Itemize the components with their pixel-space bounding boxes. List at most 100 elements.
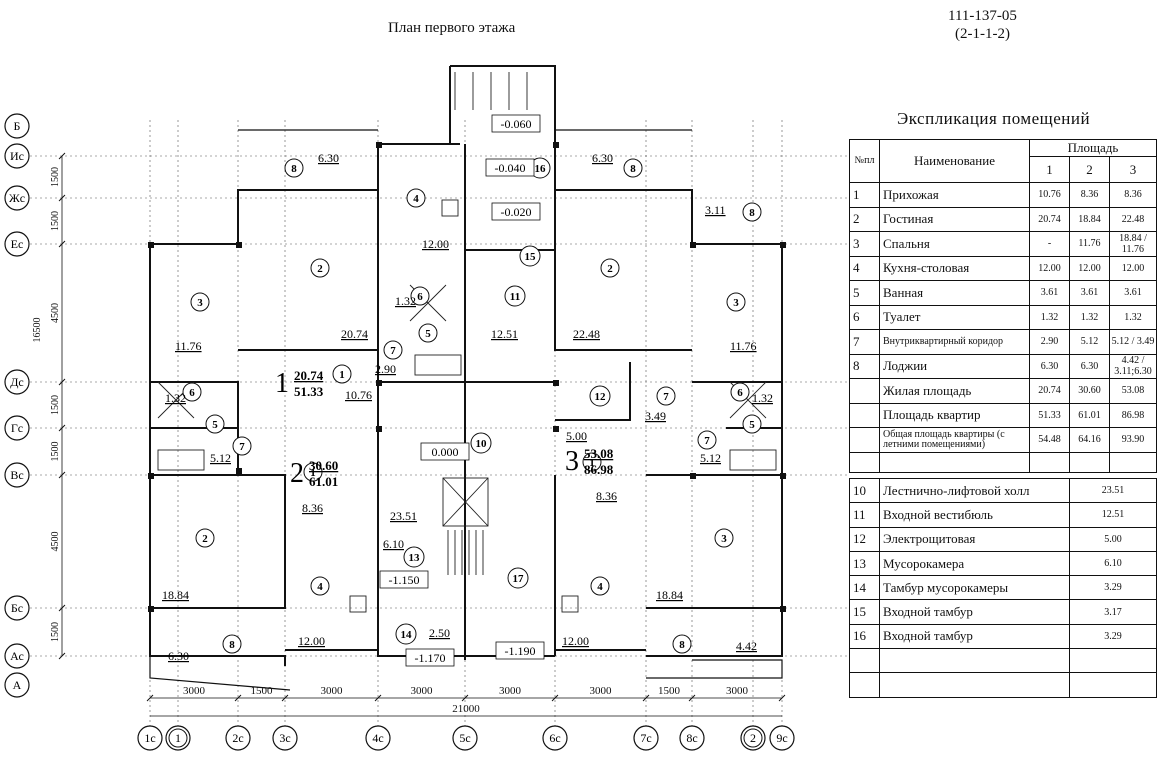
summary-name: Площадь квартир bbox=[879, 402, 1030, 428]
room-number: 8 bbox=[742, 202, 762, 222]
room-number: 7 bbox=[697, 430, 717, 450]
level-value: -1.170 bbox=[415, 651, 446, 665]
level-value: -0.060 bbox=[501, 117, 532, 131]
room-area: 8.36 bbox=[596, 489, 617, 503]
dim-tick bbox=[58, 604, 66, 612]
room-number: 8 bbox=[284, 158, 304, 178]
dim-label: 1500 bbox=[50, 395, 61, 415]
dim-label: 1500 bbox=[50, 622, 61, 642]
apartment-living-area: 53.08 bbox=[584, 446, 614, 461]
room-number: 3 bbox=[714, 528, 734, 548]
axis-bubble: 5с bbox=[452, 725, 478, 751]
header-num: №пл bbox=[849, 139, 880, 183]
room-number: 8 bbox=[222, 634, 242, 654]
room-area: 18.84 bbox=[162, 588, 189, 602]
row-num: 2 bbox=[849, 206, 880, 232]
axis-bubble: 9с bbox=[769, 725, 795, 751]
axis-label: Гс bbox=[11, 421, 23, 435]
row-name: Прихожая bbox=[879, 182, 1030, 208]
lift-shaft bbox=[442, 477, 489, 527]
loggia-edge bbox=[149, 656, 291, 691]
axis-label: 5с bbox=[459, 731, 470, 745]
axis-bubble: Ес bbox=[4, 231, 30, 257]
dim-tick bbox=[58, 194, 66, 202]
level-value: -0.020 bbox=[501, 205, 532, 219]
dim-tick bbox=[146, 694, 154, 702]
dim-tick bbox=[58, 378, 66, 386]
room-number: 7 bbox=[383, 340, 403, 360]
room-number: 14 bbox=[395, 623, 417, 645]
room-id: 6 bbox=[737, 387, 743, 399]
row-value: 3.29 bbox=[1069, 623, 1157, 650]
summary-name: Жилая площадь bbox=[879, 378, 1030, 404]
row-num: 13 bbox=[849, 550, 880, 577]
room-number: 5 bbox=[742, 414, 762, 434]
explication-title: Экспликация помещений bbox=[897, 109, 1091, 128]
room-area: 12.51 bbox=[491, 327, 518, 341]
room-area: 6.30 bbox=[318, 151, 339, 165]
level-value: -1.190 bbox=[505, 644, 536, 658]
room-id: 12 bbox=[595, 391, 607, 403]
room-id: 17 bbox=[513, 573, 525, 585]
wall bbox=[450, 65, 556, 144]
spacer-cell bbox=[1069, 648, 1157, 674]
room-number: 2 bbox=[310, 258, 330, 278]
row-num: 5 bbox=[849, 280, 880, 306]
axis-bubble: Бс bbox=[4, 595, 30, 621]
level-mark: -0.040 bbox=[485, 158, 535, 177]
room-id: 7 bbox=[239, 441, 245, 453]
axis-label: 2с bbox=[232, 731, 243, 745]
row-name: Электрощитовая bbox=[879, 526, 1070, 552]
pillar bbox=[148, 242, 154, 248]
dim-tick bbox=[778, 694, 786, 702]
room-area: 12.00 bbox=[422, 237, 449, 251]
total-dim-label: 16500 bbox=[32, 318, 43, 343]
axis-label: Б bbox=[14, 119, 21, 133]
axis-bubble: Вс bbox=[4, 462, 30, 488]
spacer-cell bbox=[1109, 451, 1157, 473]
room-number: 5 bbox=[205, 414, 225, 434]
pillar bbox=[553, 142, 559, 148]
row-num: 10 bbox=[849, 477, 880, 504]
pillar bbox=[553, 380, 559, 386]
summary-value: 61.01 bbox=[1069, 402, 1110, 428]
summary-value: 20.74 bbox=[1029, 378, 1070, 404]
row-value: 5.12 bbox=[1069, 329, 1110, 355]
row-num bbox=[849, 402, 880, 428]
pillar bbox=[236, 468, 242, 474]
row-num: 1 bbox=[849, 182, 880, 208]
row-num: 15 bbox=[849, 599, 880, 625]
axis-bubble: 1с bbox=[137, 725, 163, 751]
axis-bubble: 4с bbox=[365, 725, 391, 751]
row-value: 2.90 bbox=[1029, 329, 1070, 355]
room-id: 7 bbox=[663, 391, 669, 403]
room-number: 10 bbox=[470, 432, 492, 454]
room-number: 6 bbox=[182, 382, 202, 402]
loggia-edge bbox=[646, 659, 783, 679]
room-number: 8 bbox=[623, 158, 643, 178]
pillar bbox=[690, 473, 696, 479]
pillar bbox=[376, 426, 382, 432]
room-number: 11 bbox=[504, 285, 526, 307]
room-number: 1 bbox=[582, 452, 602, 472]
spacer-cell bbox=[879, 672, 1070, 699]
row-num: 6 bbox=[849, 304, 880, 330]
row-value: 3.17 bbox=[1069, 599, 1157, 625]
dim-label: 1500 bbox=[658, 685, 681, 697]
axis-label: 8с bbox=[686, 731, 697, 745]
apartment-number: 2 bbox=[290, 458, 304, 489]
room-id: 1 bbox=[310, 467, 316, 479]
row-name: Лоджии bbox=[879, 353, 1030, 379]
row-value: 3.61 bbox=[1069, 280, 1110, 306]
axis-bubble: 7с bbox=[633, 725, 659, 751]
room-id: 6 bbox=[417, 291, 423, 303]
level-mark: -0.020 bbox=[491, 202, 541, 221]
summary-name: Общая площадь квартиры (с летними помеще… bbox=[879, 427, 1030, 453]
row-name: Входной тамбур bbox=[879, 623, 1070, 650]
room-id: 2 bbox=[202, 533, 208, 545]
room-area: 18.84 bbox=[656, 588, 683, 602]
